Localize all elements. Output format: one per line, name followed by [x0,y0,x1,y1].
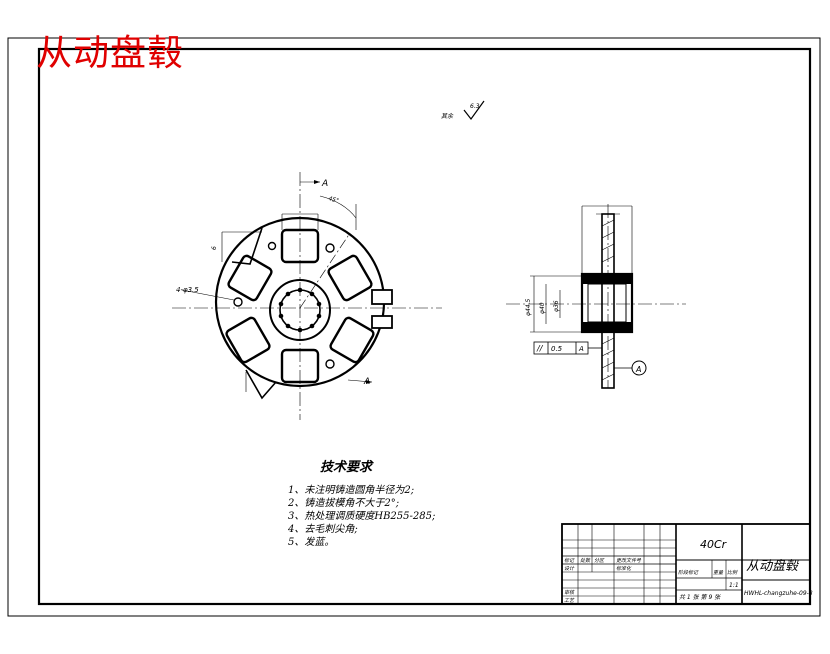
technical-requirements: 技术要求 1、未注明铸造圆角半径为2; 2、铸造拔模角不大于2°; 3、热处理调… [288,456,436,548]
tb-scale: 1:1 [729,582,739,589]
side-dim-1: φ44.5 [525,299,532,317]
tolerance-datum: A [578,345,584,353]
tb-stage-2: 重量 [713,569,724,576]
angle-dimension: 45° [327,195,339,205]
tb-standard: 标准化 [616,565,632,572]
tb-sheet-info: 共 1 张 第 9 张 [679,593,721,601]
tb-header-3: 分区 [594,557,605,564]
inner-border [37,47,812,606]
tb-stage-1: 阶段标记 [678,569,699,576]
tb-header-4: 更改文件号 [616,557,642,564]
section-label-bottom: A [363,377,370,387]
tb-header-2: 处数 [580,557,591,564]
tolerance-frame: // 0.5 A [533,341,602,355]
tb-drawing-number: HWHL-changzuhe-09-8 [744,590,813,597]
requirement-item: 4、去毛刺尖角; [288,524,358,535]
tb-row-review: 审核 [564,589,575,596]
front-view: A A 45° 4-φ3.5 6 [172,172,442,420]
title-block [561,523,811,605]
section-label-top: A [321,179,328,189]
drawing-title: 从动盘毂 [36,33,185,74]
roughness-symbol: 其余 6.3 [441,100,485,121]
slot-dimension: 6 [211,246,218,250]
tb-stage-3: 比例 [727,569,738,576]
requirement-item: 3、热处理调质硬度HB255-285; [288,511,436,522]
requirement-item: 1、未注明铸造圆角半径为2; [288,485,415,496]
roughness-value: 6.3 [470,103,480,110]
requirement-item: 2、铸造拔模角不大于2°; [288,498,400,509]
outer-border [7,37,821,617]
side-dim-3: φ36 [553,300,560,312]
technical-requirements-title: 技术要求 [320,460,373,475]
tb-material: 40Cr [700,538,728,551]
datum-label: A [635,365,641,374]
tb-header-1: 标记 [564,557,575,564]
hole-dimension: 4-φ3.5 [176,286,199,294]
requirement-item: 5、发蓝。 [288,537,335,548]
side-view: φ44.5 φ40 φ36 // 0.5 A A [506,204,686,389]
tb-row-design: 设计 [564,565,575,572]
tb-row-process: 工艺 [564,597,575,604]
side-dim-2: φ40 [539,302,546,314]
tolerance-value: 0.5 [551,345,563,353]
roughness-mark: 其余 [441,112,454,120]
tb-part-name: 从动盘毂 [746,558,800,574]
tolerance-symbol: // [536,344,544,353]
